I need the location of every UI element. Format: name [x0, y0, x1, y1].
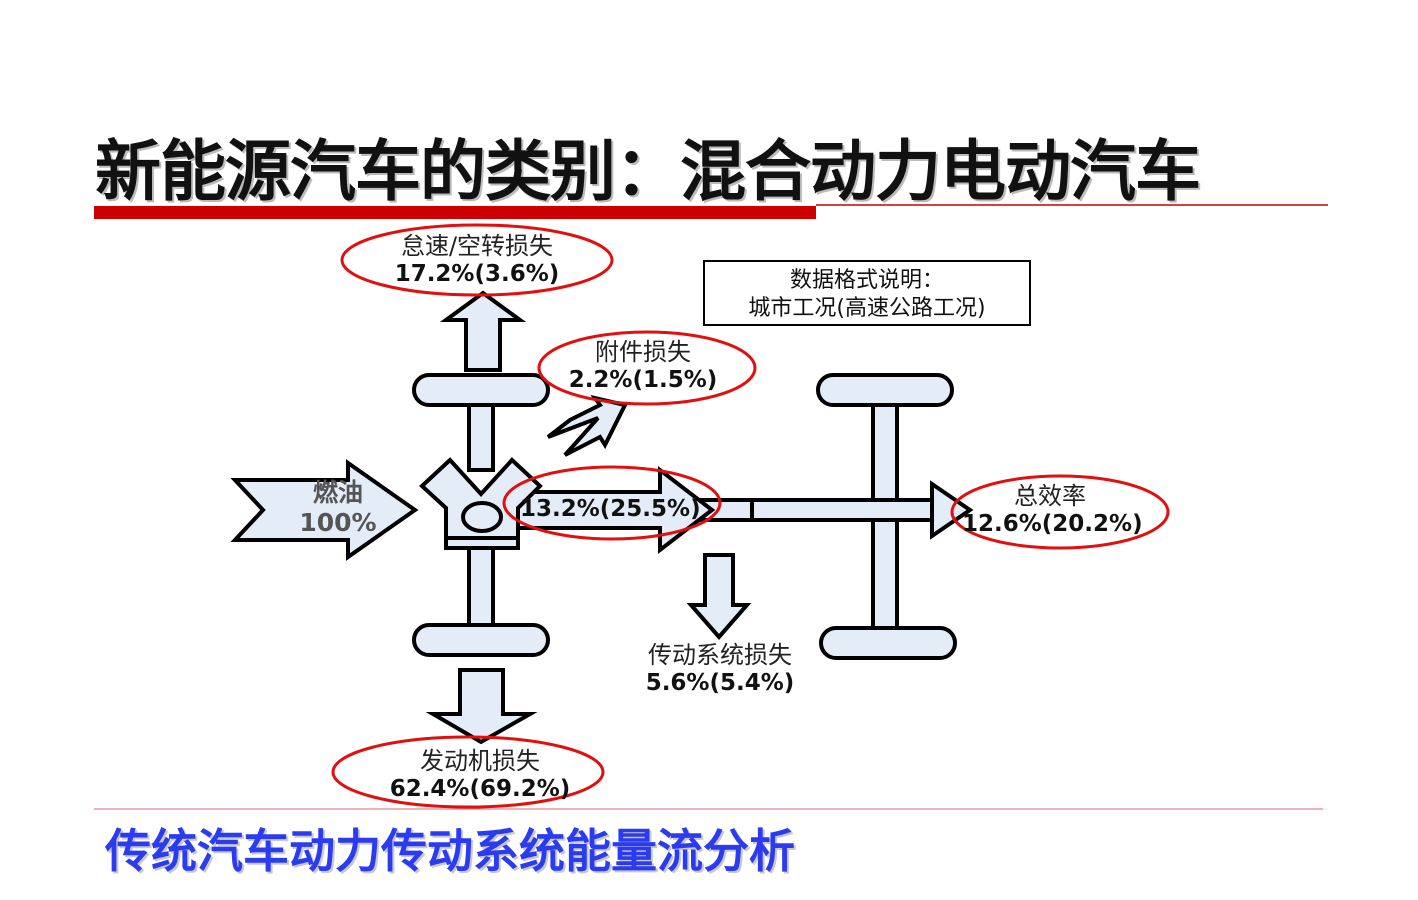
engine-loss-highlight — [331, 735, 605, 809]
accessory-loss-highlight — [537, 330, 757, 406]
engine-base — [444, 536, 520, 550]
total-efficiency-label: 总效率 12.6%(20.2%) — [962, 482, 1143, 538]
fuel-label: 燃油 100% — [292, 478, 384, 538]
title-underline-thick — [94, 206, 816, 219]
total-efficiency-highlight — [950, 474, 1170, 550]
driveline-loss-text: 传动系统损失 — [648, 641, 792, 669]
accessory-loss-value: 2.2%(1.5%) — [568, 366, 718, 393]
driveline-loss-label: 传动系统损失 5.6%(5.4%) — [620, 641, 820, 697]
total-efficiency-value: 12.6%(20.2%) — [962, 510, 1143, 537]
accessory-loss-arrow — [546, 394, 628, 457]
idle-loss-label: 怠速/空转损失 17.2%(3.6%) — [377, 232, 577, 288]
data-format-legend: 数据格式说明： 城市工况(高速公路工况) — [703, 260, 1031, 326]
idle-loss-highlight — [340, 223, 614, 297]
driveline-loss-arrow — [686, 553, 752, 641]
engine-output-highlight — [502, 465, 722, 541]
fuel-input-arrow — [230, 459, 419, 561]
legend-line-1: 数据格式说明： — [789, 268, 944, 293]
fuel-value: 100% — [299, 508, 377, 537]
wheel-front-left — [412, 373, 550, 407]
engine-loss-label: 发动机损失 62.4%(69.2%) — [380, 747, 580, 803]
engine-output-label: 13.2%(25.5%) — [520, 496, 701, 524]
fuel-label-text: 燃油 — [312, 478, 363, 507]
idle-loss-text: 怠速/空转损失 — [400, 232, 554, 260]
engine-piston — [461, 501, 503, 533]
wheel-rear-left — [412, 623, 550, 657]
legend-line-2: 城市工况(高速公路工况) — [748, 296, 986, 321]
driveline-loss-value: 5.6%(5.4%) — [645, 669, 795, 696]
engine-loss-text: 发动机损失 — [420, 747, 540, 775]
accessory-loss-text: 附件损失 — [595, 338, 691, 366]
wheel-front-right — [816, 373, 954, 407]
left-shaft-upper — [467, 398, 495, 472]
page-title: 新能源汽车的类别：混合动力电动汽车 — [95, 133, 1201, 210]
engine-loss-value: 62.4%(69.2%) — [389, 775, 571, 802]
engine-loss-arrow — [425, 668, 538, 745]
total-efficiency-text: 总效率 — [1014, 482, 1086, 510]
drive-shaft — [698, 498, 937, 522]
engine-output-value: 13.2%(25.5%) — [520, 496, 701, 522]
left-shaft-lower — [467, 543, 495, 629]
diagram-caption: 传统汽车动力传动系统能量流分析 — [105, 824, 795, 878]
idle-loss-value: 17.2%(3.6%) — [394, 260, 560, 287]
wheel-rear-right — [819, 626, 957, 660]
idle-loss-arrow — [439, 290, 527, 372]
accessory-loss-label: 附件损失 2.2%(1.5%) — [563, 338, 723, 394]
